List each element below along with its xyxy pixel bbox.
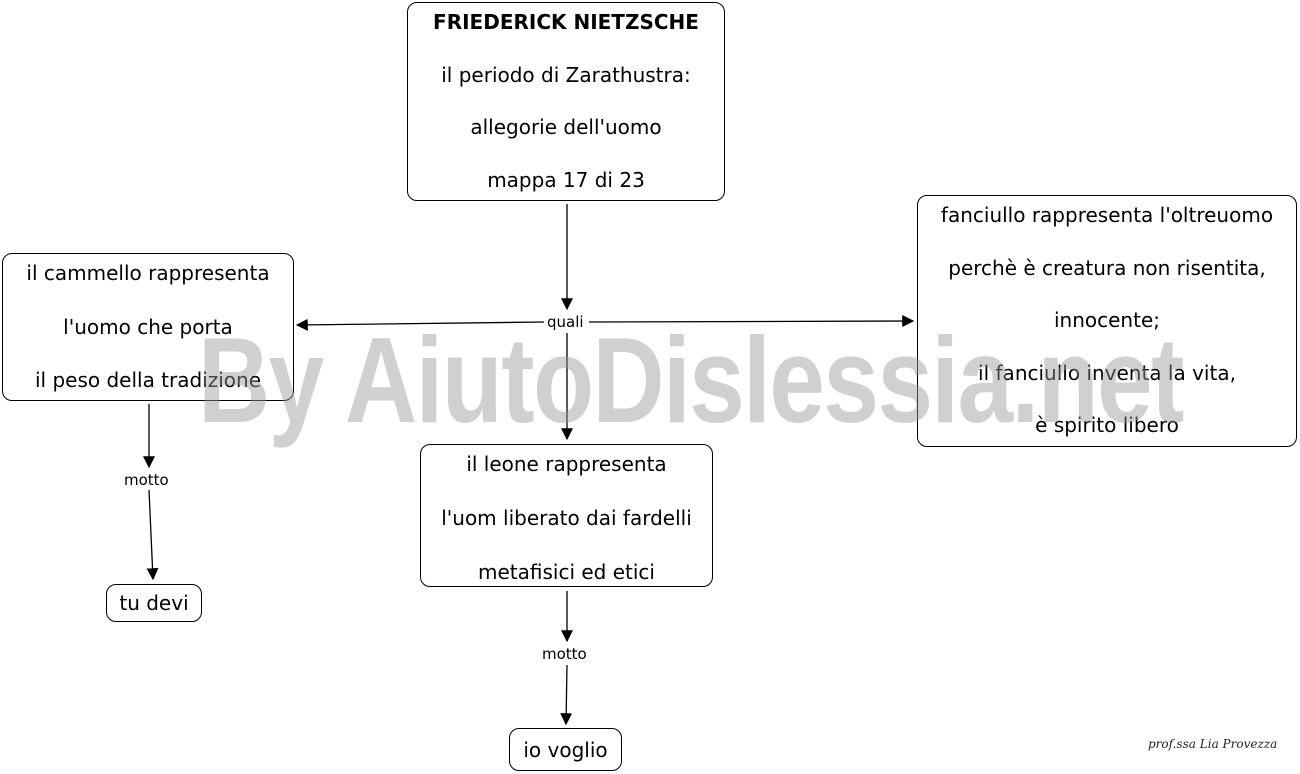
- io-voglio-node: io voglio: [509, 728, 622, 771]
- link-label-motto-camel: motto: [122, 471, 171, 489]
- lion-node: il leone rappresenta l'uom liberato dai …: [420, 444, 713, 587]
- child-node: fanciullo rappresenta l'oltreuomo perchè…: [917, 195, 1297, 447]
- edge-quali-to-child: [588, 315, 915, 328]
- title-heading: FRIEDERICK NIETZSCHE: [433, 10, 699, 34]
- edge-quali-to-camel: [295, 318, 545, 331]
- child-line: fanciullo rappresenta l'oltreuomo: [940, 203, 1274, 227]
- child-line: è spirito libero: [1035, 413, 1179, 437]
- lion-line: il leone rappresenta: [466, 452, 667, 476]
- author-signature: prof.ssa Lia Provezza: [1148, 737, 1278, 751]
- child-line: il fanciullo inventa la vita,: [978, 360, 1236, 385]
- edge-motto-to-io-voglio: [560, 664, 573, 726]
- io-voglio-label: io voglio: [523, 737, 608, 762]
- child-line: perchè è creatura non risentita,: [948, 255, 1266, 280]
- camel-line: il peso della tradizione: [34, 368, 262, 392]
- title-line: allegorie dell'uomo: [470, 115, 662, 140]
- camel-line: il cammello rappresenta: [26, 261, 270, 285]
- edge-motto-to-tu-devi: [146, 489, 159, 581]
- camel-line: l'uomo che porta: [63, 314, 233, 339]
- tu-devi-label: tu devi: [119, 591, 189, 615]
- lion-line: metafisici ed etici: [478, 560, 655, 584]
- child-line: innocente;: [1053, 308, 1160, 332]
- title-line: il periodo di Zarathustra:: [441, 62, 691, 87]
- title-line: mappa 17 di 23: [487, 167, 645, 192]
- camel-node: il cammello rappresenta l'uomo che porta…: [2, 253, 294, 401]
- title-node: FRIEDERICK NIETZSCHE il periodo di Zarat…: [407, 2, 725, 201]
- link-label-motto-lion: motto: [540, 645, 589, 663]
- tu-devi-node: tu devi: [106, 584, 202, 622]
- lion-line: l'uom liberato dai fardelli: [441, 506, 692, 530]
- link-label-quali: quali: [545, 313, 586, 331]
